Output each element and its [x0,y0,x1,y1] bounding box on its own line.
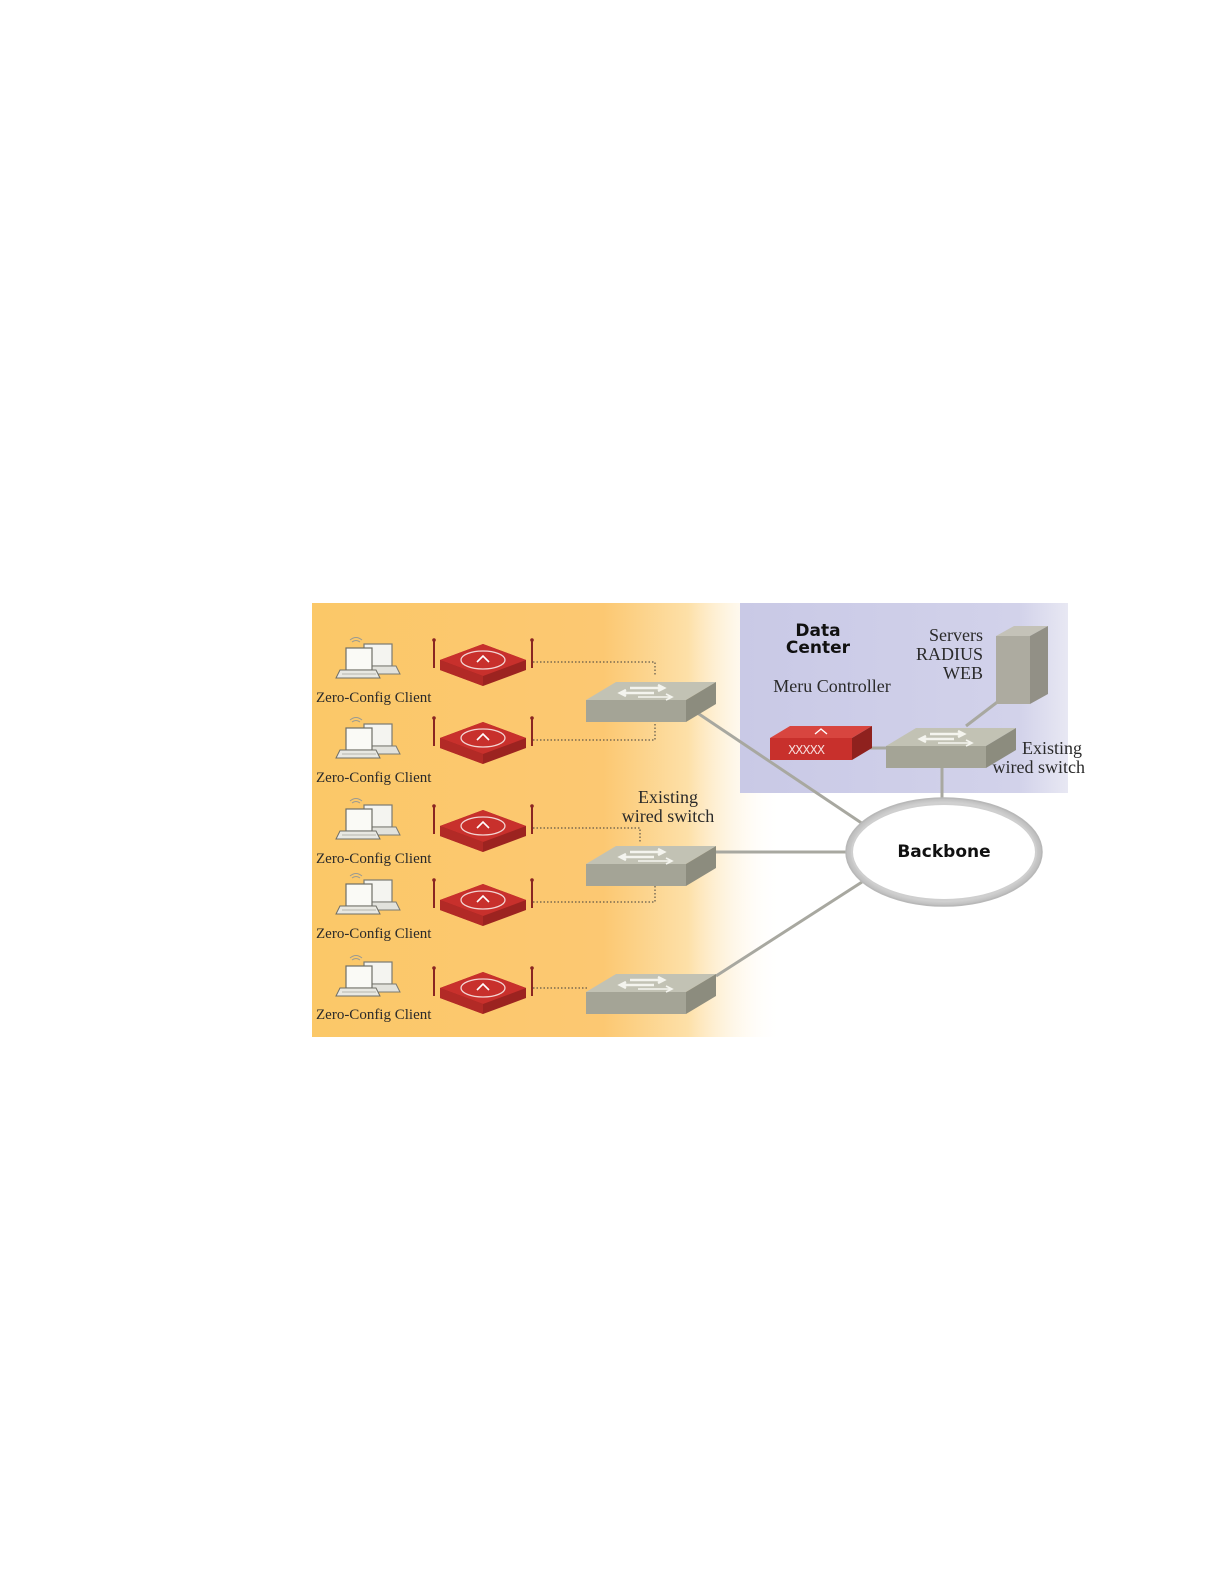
client-label: Zero-Config Client [316,770,432,786]
data-center-title-line2: Center [786,638,851,658]
backbone-label: Backbone [897,842,990,862]
servers-label-line2: RADIUS [916,644,983,664]
servers-label-line1: Servers [929,625,983,645]
controller-appliance-icon: XXXXX [770,726,872,760]
existing-switch-label-line1: Existing [638,787,698,807]
controller-label: Meru Controller [773,676,890,696]
svg-text:XXXXX: XXXXX [788,743,825,757]
dc-switch-label-line1: Existing [1022,738,1082,758]
server-tower-icon [996,626,1048,704]
client-label: Zero-Config Client [316,1007,432,1023]
existing-switch-label-line2: wired switch [622,806,714,826]
client-label: Zero-Config Client [316,851,432,867]
dc-switch-label-line2: wired switch [993,757,1085,777]
servers-label-line3: WEB [943,663,983,683]
client-label: Zero-Config Client [316,690,432,706]
client-label: Zero-Config Client [316,926,432,942]
